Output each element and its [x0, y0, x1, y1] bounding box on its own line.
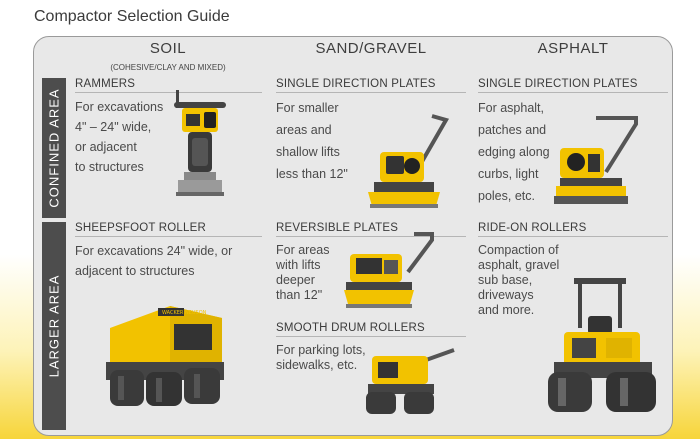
desc-line: adjacent to structures	[75, 264, 195, 278]
cell-description: For excavations 24" wide, or adjacent to…	[75, 241, 262, 281]
desc-line: For smaller	[276, 101, 339, 115]
cell-title: SINGLE DIRECTION PLATES	[478, 78, 668, 93]
cell-title: RAMMERS	[75, 78, 262, 93]
desc-line: For parking lots,	[276, 343, 366, 357]
cell-reversible-plates: REVERSIBLE PLATES For areas with lifts d…	[276, 222, 466, 303]
cell-rammers: RAMMERS For excavations 4" – 24" wide, o…	[75, 78, 262, 177]
desc-line: and more.	[478, 303, 535, 317]
row-label-confined-area: CONFINED AREA	[42, 78, 66, 218]
desc-line: to structures	[75, 160, 144, 174]
desc-line: deeper	[276, 273, 315, 287]
desc-line: areas and	[276, 123, 332, 137]
desc-line: 4" – 24" wide,	[75, 120, 152, 134]
reversible-plate-compactor-icon	[344, 232, 434, 308]
desc-line: For asphalt,	[478, 101, 545, 115]
desc-line: Compaction of	[478, 243, 559, 257]
row-label-larger-area: LARGER AREA	[42, 222, 66, 430]
desc-line: poles, etc.	[478, 189, 535, 203]
cell-description: For smaller areas and shallow lifts less…	[276, 97, 466, 185]
cell-description: For excavations 4" – 24" wide, or adjace…	[75, 97, 262, 177]
desc-line: sub base,	[478, 273, 533, 287]
cell-description: For asphalt, patches and edging along cu…	[478, 97, 668, 207]
desc-line: edging along	[478, 145, 550, 159]
desc-line: less than 12"	[276, 167, 348, 181]
cell-title: SHEEPSFOOT ROLLER	[75, 222, 262, 237]
column-header-asphalt: ASPHALT	[537, 40, 609, 57]
desc-line: For excavations 24" wide, or	[75, 244, 233, 258]
desc-line: or adjacent	[75, 140, 137, 154]
cell-sheepsfoot-roller: SHEEPSFOOT ROLLER For excavations 24" wi…	[75, 222, 262, 281]
row-label-larger-text: LARGER AREA	[46, 274, 62, 378]
desc-line: shallow lifts	[276, 145, 340, 159]
cell-single-plates-sand: SINGLE DIRECTION PLATES For smaller area…	[276, 78, 466, 185]
desc-line: patches and	[478, 123, 547, 137]
row-label-confined-text: CONFINED AREA	[46, 88, 62, 208]
column-header-sand-gravel: SAND/GRAVEL	[315, 40, 427, 57]
cell-description: For parking lots, sidewalks, etc.	[276, 343, 466, 373]
cell-title: SINGLE DIRECTION PLATES	[276, 78, 466, 93]
column-subheader-soil: (COHESIVE/CLAY AND MIXED)	[110, 63, 226, 72]
asphalt-plate-compactor-icon	[554, 116, 638, 204]
smooth-drum-roller-icon	[366, 348, 455, 414]
sheepsfoot-roller-icon: WACKER NEUSON	[106, 306, 224, 406]
ride-on-roller-icon	[548, 278, 656, 412]
page-title: Compactor Selection Guide	[34, 8, 230, 25]
desc-line: with lifts	[276, 258, 321, 272]
cell-title: REVERSIBLE PLATES	[276, 222, 466, 237]
cell-smooth-drum-rollers: SMOOTH DRUM ROLLERS For parking lots, si…	[276, 322, 466, 373]
desc-line: For areas	[276, 243, 330, 257]
cell-title: RIDE-ON ROLLERS	[478, 222, 668, 237]
single-plate-compactor-icon	[368, 114, 450, 208]
desc-line: asphalt, gravel	[478, 258, 560, 272]
desc-line: sidewalks, etc.	[276, 358, 358, 372]
cell-title: SMOOTH DRUM ROLLERS	[276, 322, 466, 337]
desc-line: curbs, light	[478, 167, 539, 181]
column-header-soil: SOIL	[149, 40, 187, 57]
desc-line: For excavations	[75, 100, 164, 114]
desc-line: driveways	[478, 288, 534, 302]
cell-single-plates-asphalt: SINGLE DIRECTION PLATES For asphalt, pat…	[478, 78, 668, 207]
rammer-machine-icon	[174, 90, 226, 196]
cell-description: For areas with lifts deeper than 12"	[276, 243, 466, 303]
cell-description: Compaction of asphalt, gravel sub base, …	[478, 243, 668, 318]
brand-label: WACKER NEUSON	[162, 310, 207, 316]
cell-ride-on-rollers: RIDE-ON ROLLERS Compaction of asphalt, g…	[478, 222, 668, 318]
desc-line: than 12"	[276, 288, 323, 302]
